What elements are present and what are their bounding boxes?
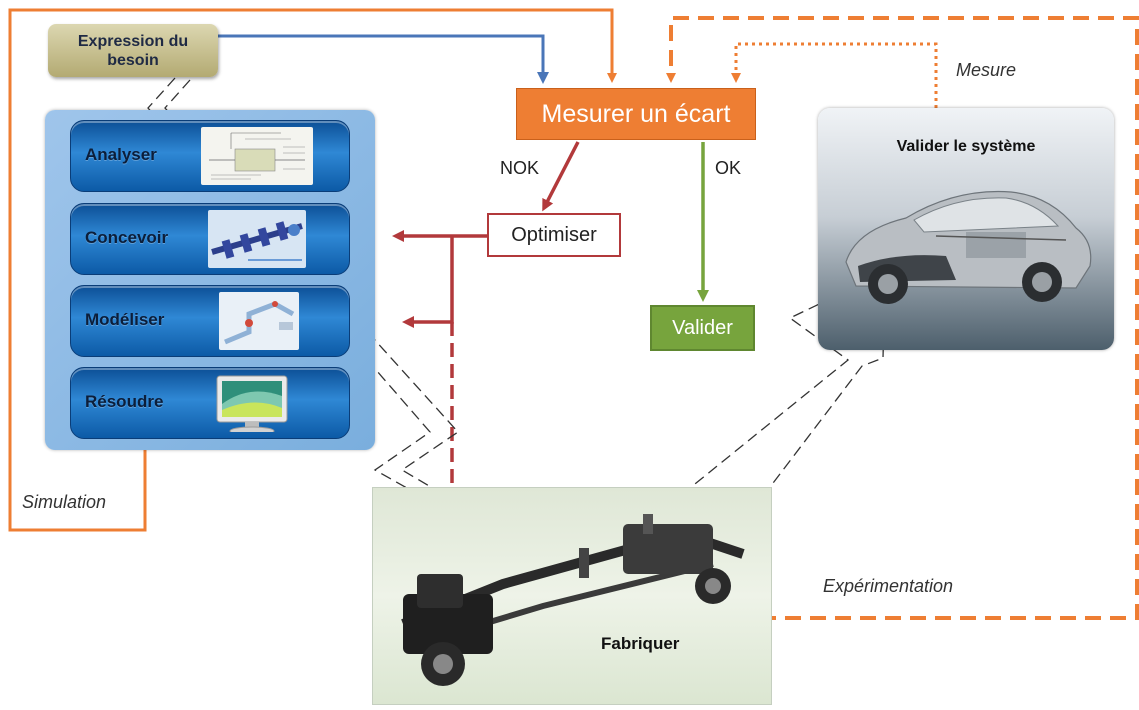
step-design[interactable]: Concevoir bbox=[70, 203, 350, 275]
car-chassis-image bbox=[401, 514, 745, 686]
measure-gap-box[interactable]: Mesurer un écart bbox=[516, 88, 756, 140]
nok-label: NOK bbox=[500, 158, 540, 178]
optimize-box[interactable]: Optimiser bbox=[487, 213, 621, 257]
validate-system-panel: Valider le système bbox=[818, 108, 1114, 350]
ok-label: OK bbox=[715, 158, 742, 178]
step-analyse[interactable]: Analyser bbox=[70, 120, 350, 192]
validate-label: Valider bbox=[672, 316, 733, 339]
crankshaft-cad-image bbox=[208, 210, 306, 268]
car-cutaway-image bbox=[845, 190, 1092, 304]
optimize-to-model-arrow bbox=[402, 236, 454, 328]
measure-loop-line bbox=[731, 42, 938, 108]
nok-arrow bbox=[542, 141, 580, 212]
simulation-caption: Simulation bbox=[22, 492, 107, 512]
step-design-label: Concevoir bbox=[85, 228, 169, 247]
step-model-label: Modéliser bbox=[85, 310, 165, 329]
step-solve-label: Résoudre bbox=[85, 392, 164, 411]
experiment-caption: Expérimentation bbox=[823, 576, 954, 596]
fabricate-panel: Fabriquer bbox=[372, 487, 772, 705]
fabricate-title: Fabriquer bbox=[601, 634, 680, 653]
validate-system-title: Valider le système bbox=[896, 138, 1036, 155]
need-label: Expression du besoin bbox=[77, 32, 189, 69]
step-solve[interactable]: Résoudre bbox=[70, 367, 350, 439]
computer-monitor-image bbox=[209, 374, 293, 432]
need-to-measure-arrow bbox=[218, 34, 549, 84]
flowchart-diagram-image bbox=[201, 127, 313, 185]
need-box[interactable]: Expression du besoin bbox=[48, 24, 218, 77]
optimize-label: Optimiser bbox=[511, 223, 597, 246]
step-model[interactable]: Modéliser bbox=[70, 285, 350, 357]
measure-gap-label: Mesurer un écart bbox=[541, 99, 731, 128]
validate-box[interactable]: Valider bbox=[650, 305, 755, 351]
measure-caption: Mesure bbox=[956, 60, 1017, 80]
pipe-model-image bbox=[219, 292, 299, 350]
step-analyse-label: Analyser bbox=[85, 145, 157, 164]
